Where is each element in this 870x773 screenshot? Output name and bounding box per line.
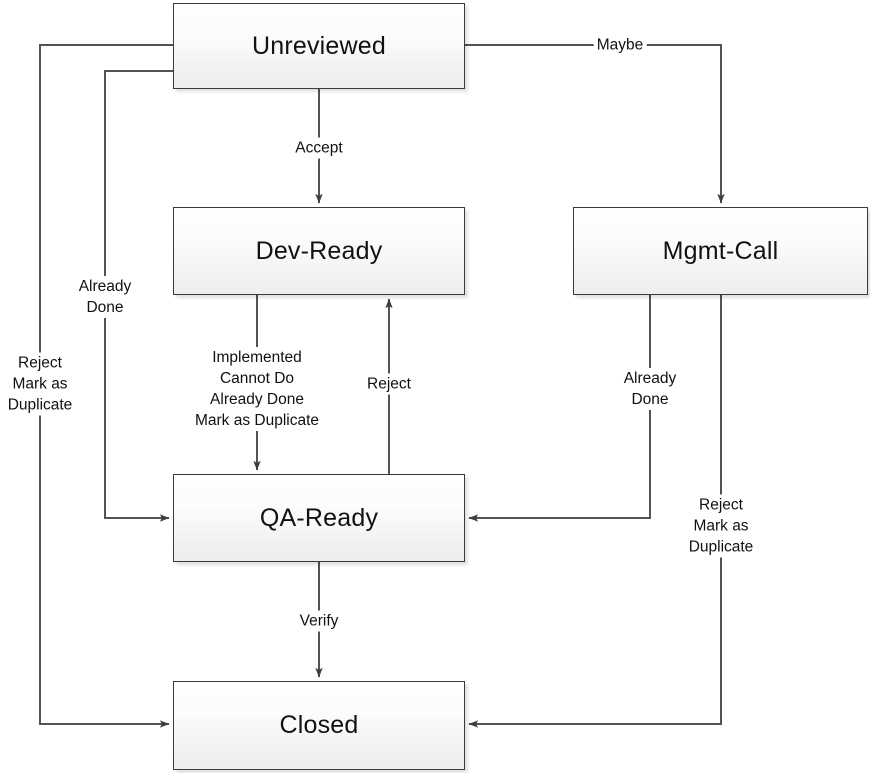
edge-label-verify: Verify [296, 610, 342, 632]
edge-label-accept: Accept [292, 137, 346, 159]
state-label-closed: Closed [279, 711, 359, 739]
edge-label-reject: Reject [364, 373, 414, 395]
edge-label-mgmt-reject-duplicate: Reject Mark as Duplicate [685, 494, 757, 558]
state-label-dev-ready: Dev-Ready [255, 236, 383, 265]
edge-label-unreviewed-already-done: Already Done [75, 276, 135, 318]
edge-mgmt-call-to-closed [468, 295, 722, 728]
state-node-qa-ready[interactable]: QA-Ready [173, 474, 465, 562]
edge-unreviewed-to-mgmt-call [465, 44, 725, 204]
state-label-mgmt-call: Mgmt-Call [662, 236, 779, 265]
edge-label-unreviewed-reject-duplicate: Reject Mark as Duplicate [4, 352, 76, 416]
state-node-closed[interactable]: Closed [173, 681, 465, 770]
state-node-mgmt-call[interactable]: Mgmt-Call [573, 207, 868, 295]
edge-label-dev-ready-resolutions: Implemented Cannot Do Already Done Mark … [191, 347, 323, 431]
edge-label-mgmt-already-done: Already Done [620, 368, 680, 410]
edge-label-maybe: Maybe [593, 34, 647, 56]
state-label-qa-ready: QA-Ready [259, 503, 379, 532]
state-node-unreviewed[interactable]: Unreviewed [173, 3, 465, 89]
state-label-unreviewed: Unreviewed [251, 31, 386, 60]
state-node-dev-ready[interactable]: Dev-Ready [173, 207, 465, 295]
